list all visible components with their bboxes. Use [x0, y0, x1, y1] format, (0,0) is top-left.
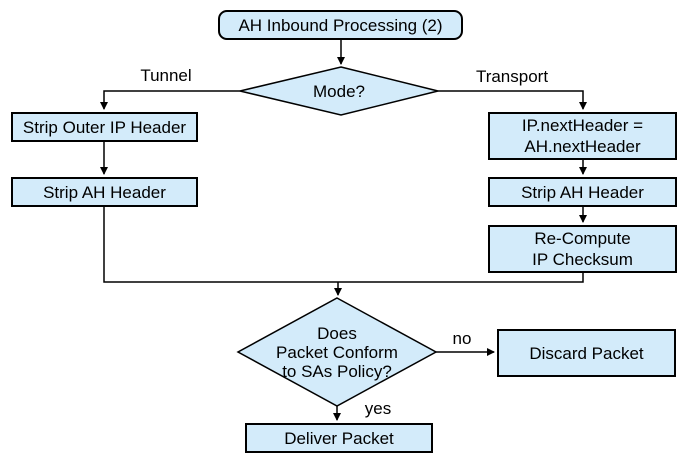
- mode-decision-diamond-shape: [239, 66, 439, 116]
- mode-decision-label: Mode?: [313, 81, 365, 101]
- policy-decision-diamond-shape: [236, 297, 438, 407]
- connector-mode-to-strip-outer-ip: [100, 90, 240, 110]
- edge-label-no: no: [452, 329, 472, 348]
- node-ip-nextheader: IP.nextHeader = AH.nextHeader: [488, 112, 677, 160]
- node-strip-ah-header-tunnel: Strip AH Header: [11, 177, 198, 207]
- node-recompute-ip-checksum: Re-Compute IP Checksum: [488, 225, 677, 273]
- node-start: AH Inbound Processing (2): [218, 10, 463, 40]
- edge-label-tunnel: Tunnel: [140, 66, 192, 85]
- policy-decision-label: Does Packet Conform to SAs Policy?: [276, 323, 398, 381]
- connector-merge-rail: [103, 207, 584, 283]
- connector-mode-to-ip-nextheader: [438, 90, 587, 110]
- edge-label-transport: Transport: [475, 67, 549, 86]
- node-strip-ah-header-transport: Strip AH Header: [488, 177, 677, 207]
- node-discard-packet: Discard Packet: [497, 329, 676, 377]
- node-deliver-packet: Deliver Packet: [245, 423, 433, 453]
- edge-label-yes: yes: [364, 399, 392, 418]
- node-strip-outer-ip-header: Strip Outer IP Header: [11, 112, 198, 142]
